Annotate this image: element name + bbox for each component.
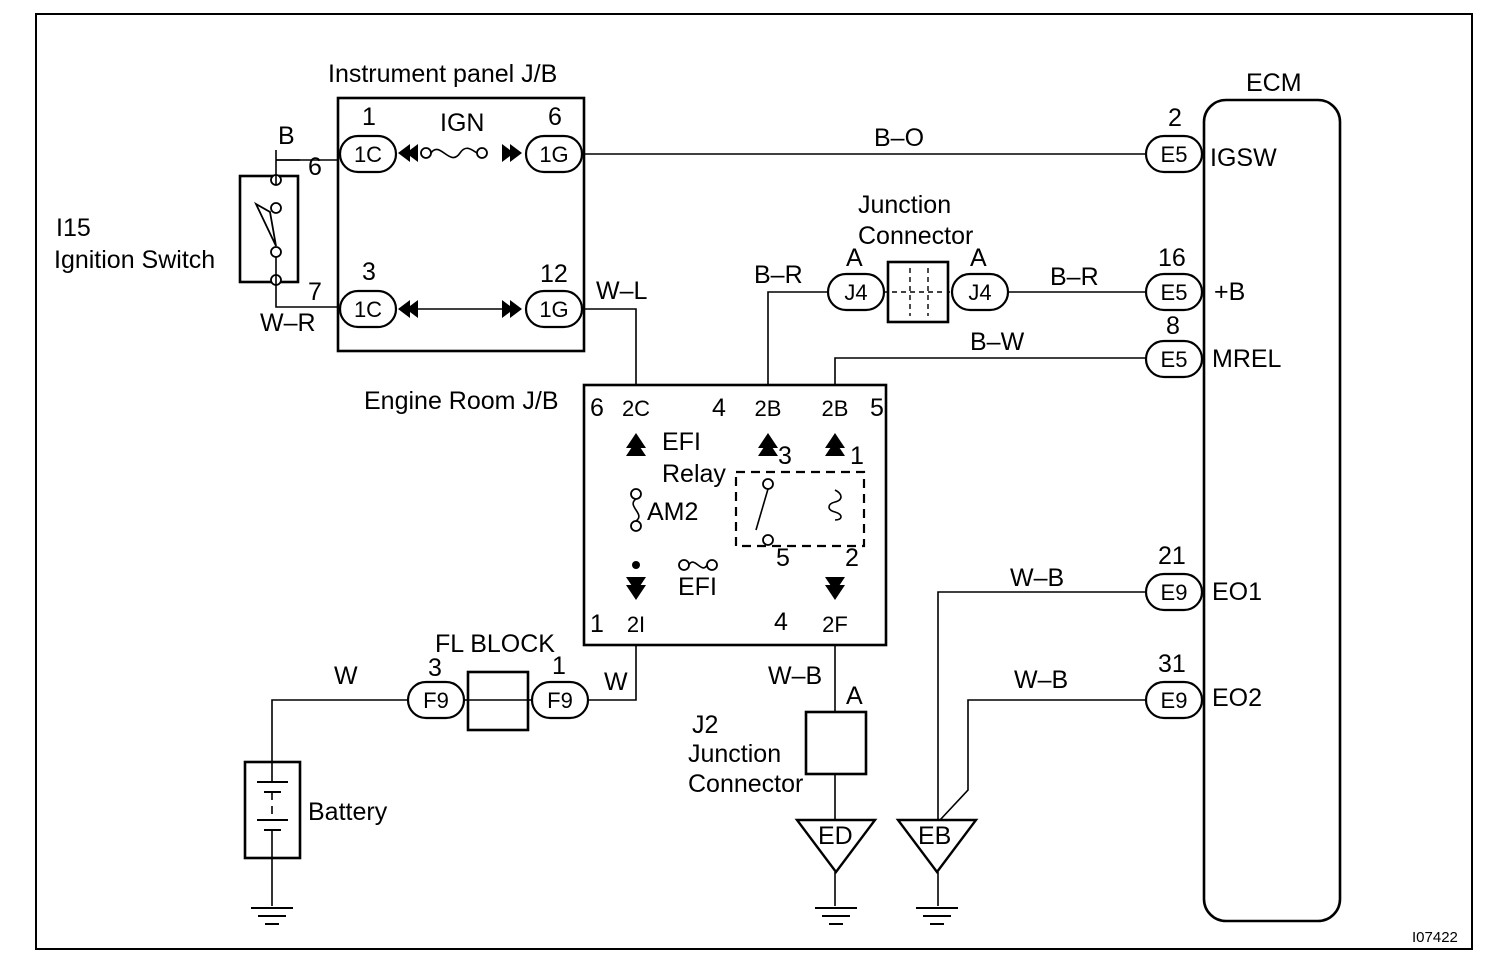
connector-e5-mrel-pin: 8 <box>1166 312 1180 340</box>
wire-b-r-right-label: B–R <box>1050 263 1099 291</box>
connector-labels: 1C 1 1G 6 1C 3 1G 12 6 7 E5 2 E5 16 E5 8… <box>308 103 1187 713</box>
j2-pin-label: A <box>846 682 863 710</box>
connector-1g-bot-pin: 12 <box>540 260 568 288</box>
ground-ed-label: ED <box>818 822 853 850</box>
connector-f9-left-pin: 3 <box>428 654 442 682</box>
efi-relay-label-2: Relay <box>662 460 726 488</box>
connector-1g-top-pin: 6 <box>548 103 562 131</box>
ignition-switch-label: Ignition Switch <box>54 246 215 274</box>
connector-e5-igsw: E5 <box>1161 142 1188 167</box>
connector-f9-left: F9 <box>423 688 449 713</box>
engine-room-jb-label: Engine Room J/B <box>364 387 559 415</box>
j2-junction-label: Junction <box>688 740 781 768</box>
ecm-terminal-plus-b: +B <box>1214 278 1245 306</box>
j2-connector-label: Connector <box>688 770 803 798</box>
fl-block <box>466 670 530 732</box>
connector-2b-right: 2B <box>822 396 849 421</box>
connector-1c-top-pin: 1 <box>362 103 376 131</box>
connector-e9-eo1: E9 <box>1161 580 1188 605</box>
ecm-label: ECM <box>1246 69 1302 97</box>
connector-1c-top: 1C <box>354 142 382 167</box>
switch-pin-top: 6 <box>308 153 322 181</box>
wire-b-o-label: B–O <box>874 124 924 152</box>
ecm-terminal-igsw: IGSW <box>1210 144 1277 172</box>
ecm-terminal-eo2: EO2 <box>1212 684 1262 712</box>
connector-2i-pin: 1 <box>590 610 604 638</box>
wire-b-r-left-label: B–R <box>754 261 803 289</box>
connector-e5-mrel: E5 <box>1161 347 1188 372</box>
relay-pin-3: 3 <box>778 442 792 470</box>
wire-w-b-eo1-label: W–B <box>1010 564 1064 592</box>
relay-pin-5: 5 <box>776 544 790 572</box>
connector-1c-bot: 1C <box>354 297 382 322</box>
connector-f9-right-pin: 1 <box>552 652 566 680</box>
switch-pin-bot: 7 <box>308 278 322 306</box>
battery <box>243 760 302 860</box>
connector-e5-plus-b: E5 <box>1161 280 1188 305</box>
efi-relay-label-1: EFI <box>662 428 701 456</box>
connector-e9-eo2-pin: 31 <box>1158 650 1186 678</box>
connector-e5-plus-b-pin: 16 <box>1158 244 1186 272</box>
connector-2c: 2C <box>622 396 650 421</box>
ecm-terminal-mrel: MREL <box>1212 345 1282 373</box>
connector-1g-top: 1G <box>539 142 568 167</box>
connector-j4-right-pin: A <box>970 244 987 272</box>
connector-2c-pin: 6 <box>590 394 604 422</box>
connector-1c-bot-pin: 3 <box>362 258 376 286</box>
wire-w-left-label: W <box>334 662 358 690</box>
connector-j4-right: J4 <box>968 280 991 305</box>
efi-fuse-label: EFI <box>678 573 717 601</box>
connector-2f: 2F <box>822 612 848 637</box>
j2-id-label: J2 <box>692 711 718 739</box>
connector-2f-pin: 4 <box>774 608 788 636</box>
connector-j4-left-pin: A <box>846 244 863 272</box>
connector-1g-bot: 1G <box>539 297 568 322</box>
ignition-switch <box>238 174 300 286</box>
ignition-switch-id-label: I15 <box>56 214 91 242</box>
ground-eb-label: EB <box>918 822 951 850</box>
relay-pin-2: 2 <box>845 544 859 572</box>
junction-connector-j4 <box>886 260 950 324</box>
figure-code-label: I07422 <box>1412 929 1458 946</box>
ground-ed <box>794 818 878 925</box>
wire-w-b-2f-label: W–B <box>768 662 822 690</box>
connector-2b-left-pin: 4 <box>712 394 726 422</box>
wire-w-r-label: W–R <box>260 309 316 337</box>
wire-b-w-label: B–W <box>970 328 1025 356</box>
junction-connector-label-1: Junction <box>858 191 951 219</box>
battery-label: Battery <box>308 798 388 826</box>
component-labels: Instrument panel J/B I15 Ignition Switch… <box>54 60 1458 946</box>
ecm-terminal-eo1: EO1 <box>1212 578 1262 606</box>
ground-battery <box>251 907 293 925</box>
ecm-block <box>1202 98 1342 923</box>
connector-2i: 2I <box>627 612 645 637</box>
instrument-panel-jb-label: Instrument panel J/B <box>328 60 557 88</box>
diagram-frame <box>35 13 1473 950</box>
ign-fuse-label: IGN <box>440 109 484 137</box>
ecm-terminal-labels: IGSW +B MREL EO1 EO2 <box>1210 144 1282 712</box>
j2-junction-connector <box>804 710 868 776</box>
wire-b-label: B <box>278 122 295 150</box>
wire-w-l-label: W–L <box>596 277 648 305</box>
wire-color-labels: B W–R B–O W–L B–R B–R B–W W–B W–B W–B W … <box>260 122 1099 696</box>
connector-j4-left: J4 <box>844 280 867 305</box>
connector-e5-igsw-pin: 2 <box>1168 104 1182 132</box>
am2-fuse-label: AM2 <box>647 498 698 526</box>
wire-w-right-label: W <box>604 668 628 696</box>
wire-w-b-eo2-label: W–B <box>1014 666 1068 694</box>
relay-pin-1: 1 <box>850 442 864 470</box>
connector-f9-right: F9 <box>547 688 573 713</box>
connector-2b-right-pin: 5 <box>870 394 884 422</box>
engine-room-jb <box>582 383 888 647</box>
junction-connector-label-2: Connector <box>858 222 973 250</box>
connector-2b-left: 2B <box>755 396 782 421</box>
connector-e9-eo2: E9 <box>1161 688 1188 713</box>
connector-e9-eo1-pin: 21 <box>1158 542 1186 570</box>
ground-eb <box>895 818 979 925</box>
fl-block-label: FL BLOCK <box>435 630 555 658</box>
